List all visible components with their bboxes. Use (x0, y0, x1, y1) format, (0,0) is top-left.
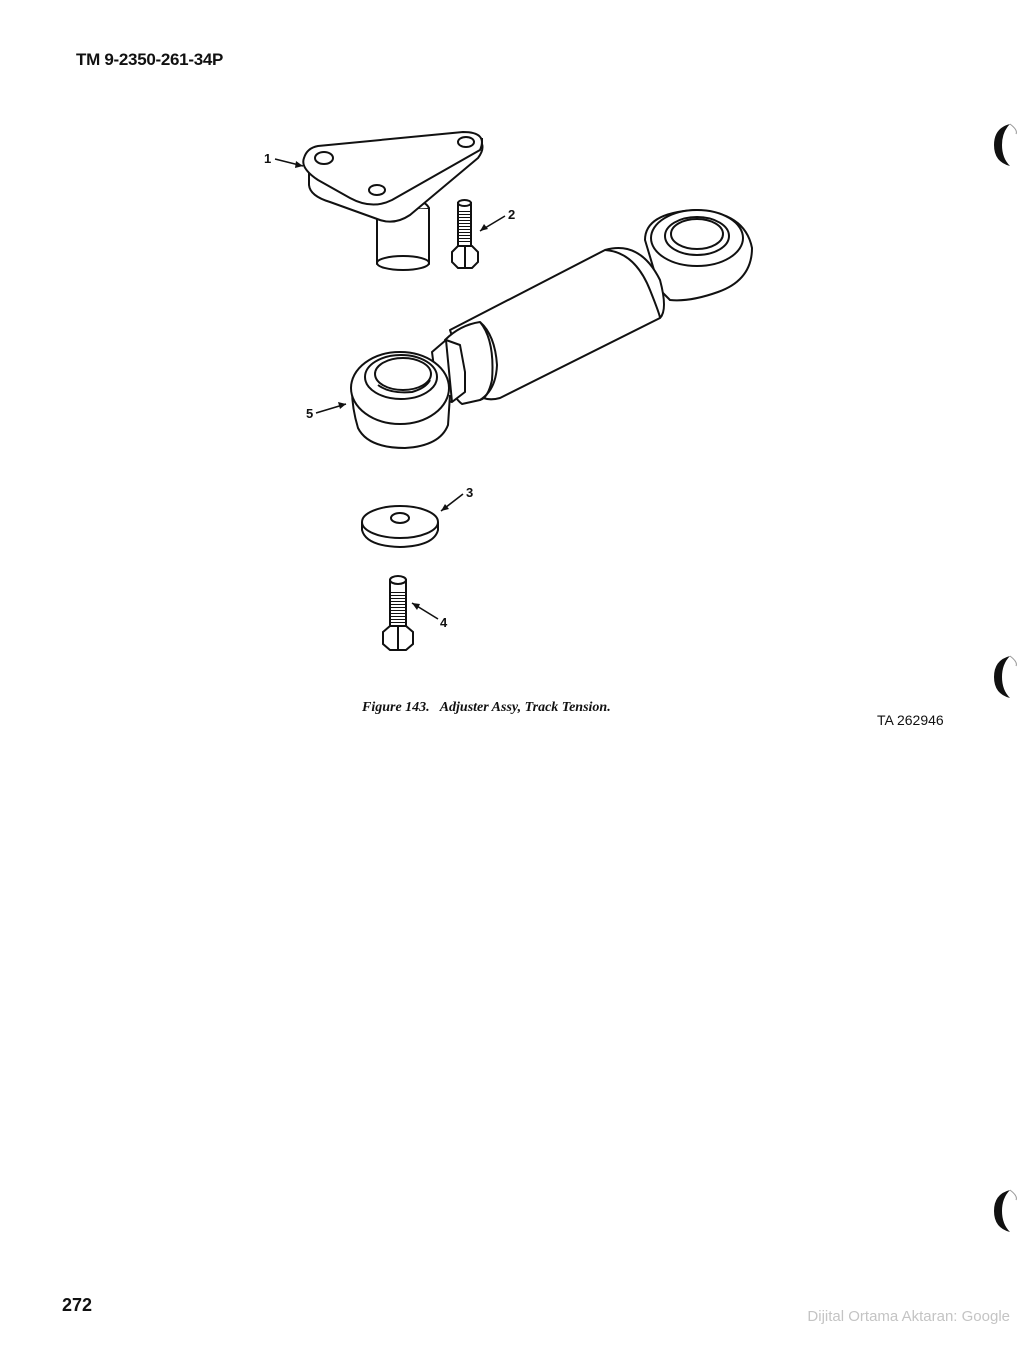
callout-2: 2 (479, 207, 515, 232)
callout-5: 5 (306, 402, 347, 421)
page-number: 272 (62, 1295, 93, 1315)
callout-1: 1 (264, 151, 304, 168)
svg-text:4: 4 (440, 615, 448, 630)
figure-label: Figure 143. (362, 700, 430, 715)
document-id: TM 9-2350-261-34P (76, 50, 224, 69)
svg-text:5: 5 (306, 406, 313, 421)
svg-text:3: 3 (466, 485, 473, 500)
binder-hole-mark (994, 123, 1017, 166)
binder-hole-mark (994, 655, 1017, 698)
part-4-bolt (382, 575, 414, 651)
part-1-bracket (302, 131, 484, 271)
part-2-bolt (451, 199, 479, 269)
callout-3: 3 (440, 485, 473, 512)
ta-number: TA 262946 (877, 712, 944, 728)
callout-4: 4 (411, 602, 448, 630)
svg-text:1: 1 (264, 151, 271, 166)
part-3-washer (361, 505, 439, 549)
digitization-watermark: Dijital Ortama Aktaran: Google (807, 1308, 1010, 1325)
figure-caption: Figure 143. Adjuster Assy, Track Tension. (362, 700, 611, 716)
part-5-adjuster-assembly (350, 209, 753, 449)
figure-title: Adjuster Assy, Track Tension. (439, 700, 611, 715)
svg-text:2: 2 (508, 207, 515, 222)
binder-hole-mark (994, 1189, 1017, 1232)
